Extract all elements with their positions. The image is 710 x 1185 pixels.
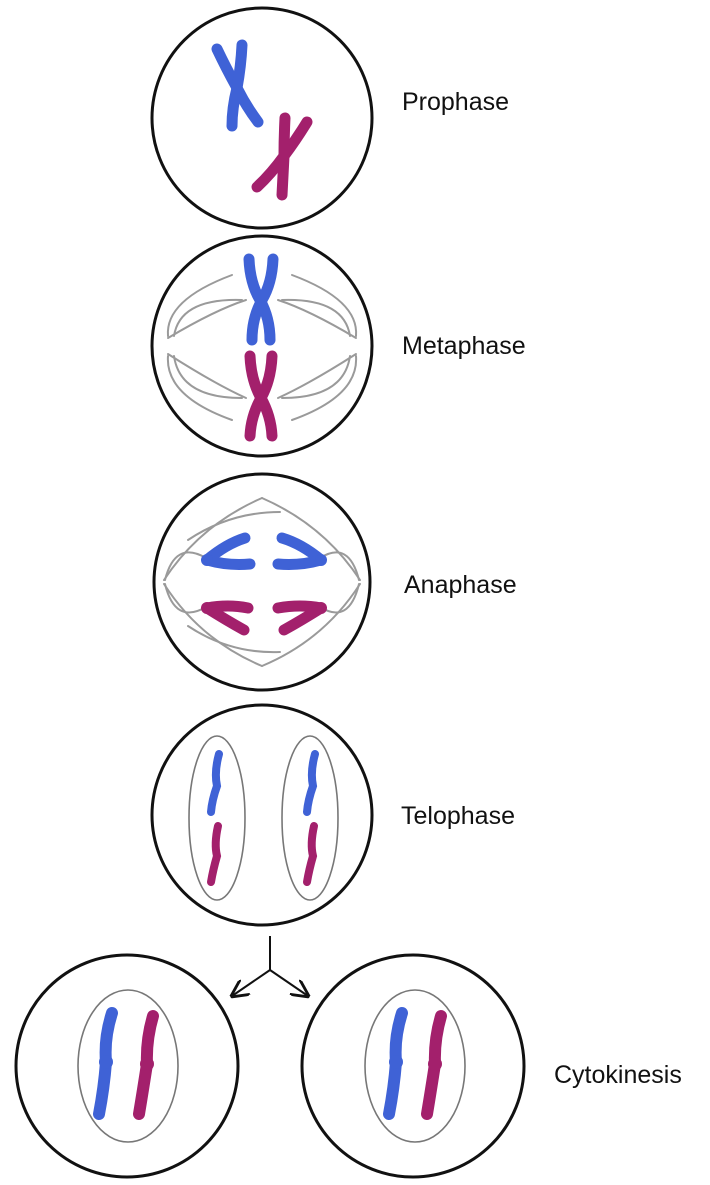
anaphase-chromosome-magenta-left — [201, 600, 254, 636]
telophase-cell — [150, 703, 374, 927]
metaphase-chromosome-blue — [243, 253, 279, 346]
division-arrow — [232, 936, 308, 996]
metaphase-spindle-fibers — [166, 274, 358, 421]
cytokinesis-daughter-cell-left — [14, 953, 240, 1179]
anaphase-cell-membrane — [152, 472, 372, 692]
centromere-magenta-left — [140, 1057, 154, 1071]
daughter-cell-membrane-left — [14, 953, 240, 1179]
anaphase-chromosome-magenta-right — [272, 600, 327, 636]
prophase-chromosome-blue — [211, 39, 264, 132]
daughter-nucleus-left — [77, 989, 179, 1143]
anaphase-spindle-fibers — [163, 497, 361, 667]
centromere-magenta-right — [428, 1057, 442, 1071]
daughter-cell-membrane-right — [300, 953, 526, 1179]
telophase-nuclear-envelope-right — [281, 735, 339, 901]
telophase-chromosomes-left — [207, 750, 223, 886]
prophase-chromosome-magenta — [251, 112, 313, 201]
anaphase-cell — [152, 472, 372, 692]
metaphase-label: Metaphase — [402, 332, 526, 360]
anaphase-chromosome-blue-left — [201, 532, 256, 570]
anaphase-label: Anaphase — [404, 571, 517, 599]
telophase-nuclear-envelope-left — [188, 735, 246, 901]
prophase-cell-membrane — [150, 6, 374, 230]
metaphase-chromosome-magenta — [244, 350, 278, 442]
anaphase-chromosome-blue-right — [272, 532, 327, 570]
metaphase-cell-membrane — [150, 234, 374, 458]
telophase-chromosomes-right — [303, 750, 319, 886]
telophase-label: Telophase — [401, 802, 515, 830]
telophase-cell-membrane — [150, 703, 374, 927]
cytokinesis-daughter-cell-right — [300, 953, 526, 1179]
prophase-label: Prophase — [402, 88, 510, 116]
daughter-nucleus-right — [364, 989, 466, 1143]
metaphase-cell — [150, 234, 374, 458]
centromere-blue-left — [99, 1055, 113, 1069]
centromere-blue-right — [389, 1055, 403, 1069]
prophase-cell — [150, 6, 374, 230]
cytokinesis-label: Cytokinesis — [554, 1061, 682, 1089]
